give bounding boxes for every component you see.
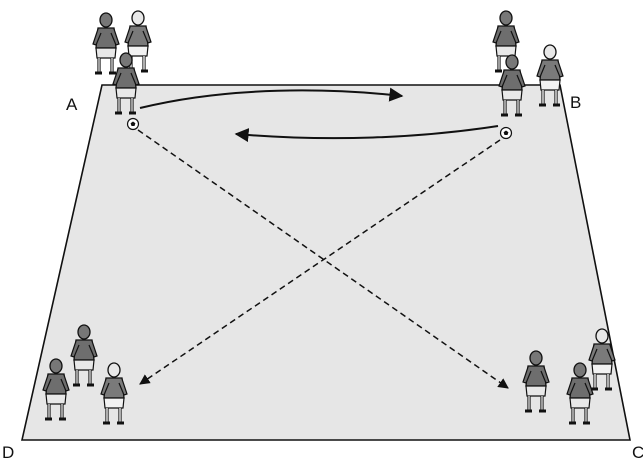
pass-arrow-a-to-b bbox=[139, 87, 404, 109]
pitch-area bbox=[20, 84, 631, 441]
corner-label-c: C bbox=[632, 443, 643, 462]
football-icon bbox=[126, 117, 140, 131]
player-figure-icon bbox=[91, 11, 121, 75]
football-icon bbox=[499, 126, 513, 140]
corner-label-b: B bbox=[570, 93, 582, 112]
corner-label-a: A bbox=[66, 95, 78, 114]
corner-label-d: D bbox=[2, 443, 15, 462]
run-arrow-a-to-c bbox=[137, 129, 509, 389]
run-arrow-b-to-d bbox=[139, 139, 501, 385]
pass-arrow-b-to-a bbox=[234, 125, 499, 143]
